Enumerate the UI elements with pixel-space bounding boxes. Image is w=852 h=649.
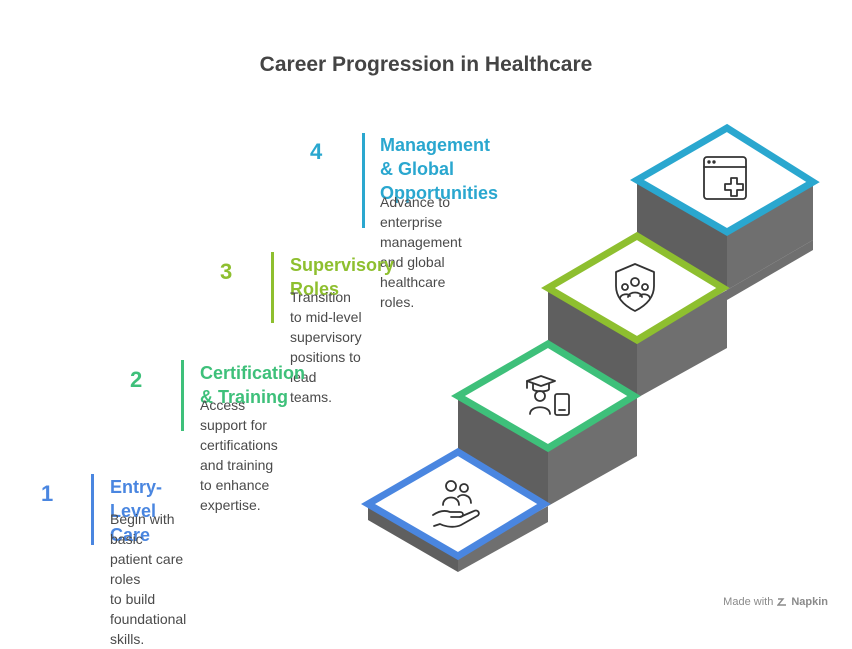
step-divider [91, 474, 94, 545]
stair-riser-2-right [548, 398, 637, 506]
staircase-illustration [361, 123, 820, 572]
step-description-line: and global healthcare roles. [380, 254, 446, 310]
page-title: Career Progression in Healthcare [259, 53, 593, 76]
step-title: Management & Global Opportunities [380, 133, 498, 205]
stair-tread-4 [630, 123, 820, 237]
step-title: Supervisory Roles [290, 255, 395, 299]
made-with-label: Made with [723, 596, 774, 608]
stair-riser-1-right [458, 506, 548, 572]
stair-tread-2 [451, 339, 641, 453]
step-description-line: Transition to mid-level supervisory [290, 289, 362, 345]
team-shield-icon [615, 263, 655, 312]
footer-attribution: Made with Napkin [723, 596, 828, 608]
step-description: Advance to enterprise management and glo… [380, 192, 462, 312]
stair-tread-3 [541, 231, 730, 345]
medical-window-icon [703, 156, 747, 200]
step-description-line: Begin with basic patient care roles [110, 511, 184, 587]
stair-riser-4-right [727, 182, 813, 290]
step-divider [362, 133, 365, 228]
stair-riser-4-left [637, 180, 727, 290]
stair-tread-1 [361, 447, 551, 561]
graduate-with-certificate-icon [526, 375, 570, 416]
hand-with-people-icon [432, 480, 480, 528]
stair-riser-2-left [458, 396, 548, 506]
stair-riser-3-right [637, 290, 727, 398]
stair-riser-3-left [548, 288, 637, 398]
step-description-line: and training to enhance expertise. [200, 457, 274, 513]
step-description-line: positions to lead teams. [290, 349, 361, 405]
step-number: 3 [220, 259, 233, 284]
step-title-line: Opportunities [380, 183, 498, 203]
step-description-line: Advance to enterprise management [380, 194, 462, 250]
step-title-line: Management & Global [380, 135, 491, 179]
step-number: 2 [130, 367, 143, 392]
step-divider [181, 360, 184, 431]
napkin-logo-icon [777, 598, 787, 606]
step-title: Entry-Level Care [110, 477, 163, 545]
step-number: 1 [41, 481, 54, 506]
step-number: 4 [310, 139, 323, 164]
step-description: Begin with basic patient care roles to b… [110, 509, 186, 649]
step-divider [271, 252, 274, 323]
step-description-line: Access support for certifications [200, 397, 278, 453]
step-title: Certification & Training [200, 363, 306, 407]
napkin-brand: Napkin [791, 596, 828, 608]
step-description: Transition to mid-level supervisory posi… [290, 287, 362, 407]
step-description: Access support for certifications and tr… [200, 395, 278, 515]
stair-riser-3-join [727, 240, 813, 300]
